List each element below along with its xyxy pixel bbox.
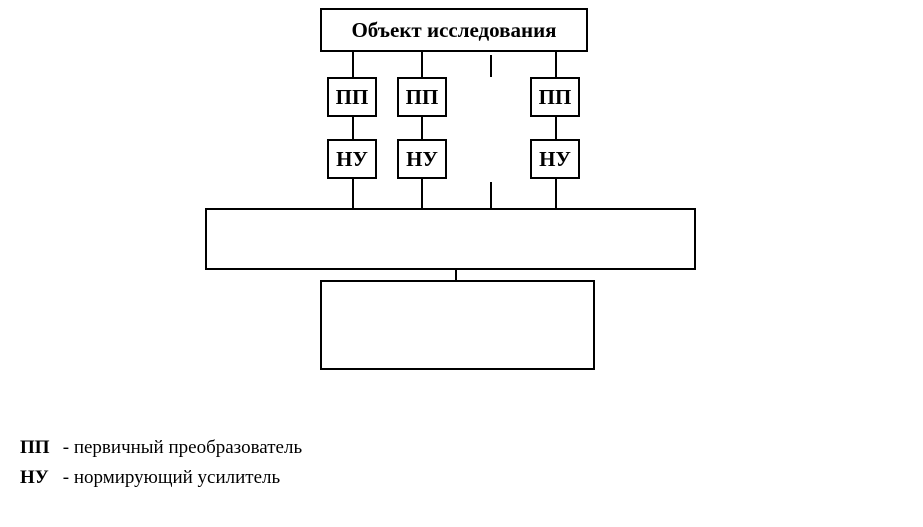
pp-label-2: ПП xyxy=(405,84,439,109)
nu-box-1: НУ xyxy=(327,139,377,179)
object-label: Объект исследования xyxy=(351,17,557,42)
pp-box-2: ПП xyxy=(397,77,447,117)
legend-item-pp: ПП - первичный преобразователь xyxy=(20,437,302,459)
legend-text-nu: - нормирующий усилитель xyxy=(62,467,281,488)
connector-pp2-nu2 xyxy=(421,117,423,139)
pp-box-1: ПП xyxy=(327,77,377,117)
connector-object-pp3 xyxy=(555,52,557,77)
connector-object-pp2 xyxy=(421,52,423,77)
pp-label-3: ПП xyxy=(538,84,572,109)
connector-pp3-nu3 xyxy=(555,117,557,139)
connector-nu2-bus xyxy=(421,179,423,208)
connector-object-pp1 xyxy=(352,52,354,77)
legend-item-nu: НУ - нормирующий усилитель xyxy=(20,467,280,489)
nu-label-2: НУ xyxy=(406,146,438,171)
ellipsis-stub-bottom xyxy=(490,182,492,208)
nu-label-1: НУ xyxy=(336,146,368,171)
object-box: Объект исследования xyxy=(320,8,588,52)
processing-block xyxy=(320,280,595,370)
nu-box-2: НУ xyxy=(397,139,447,179)
legend-abbr-pp: ПП xyxy=(20,437,50,458)
interface-block xyxy=(205,208,696,270)
ellipsis-stub-top xyxy=(490,55,492,77)
pp-box-3: ПП xyxy=(530,77,580,117)
nu-box-3: НУ xyxy=(530,139,580,179)
connector-nu3-bus xyxy=(555,179,557,208)
legend-text-pp: - первичный преобразователь xyxy=(62,437,303,458)
nu-label-3: НУ xyxy=(539,146,571,171)
legend-abbr-nu: НУ xyxy=(20,467,49,488)
connector-nu1-bus xyxy=(352,179,354,208)
connector-pp1-nu1 xyxy=(352,117,354,139)
connector-bus-bottom xyxy=(455,270,457,280)
pp-label-1: ПП xyxy=(335,84,369,109)
